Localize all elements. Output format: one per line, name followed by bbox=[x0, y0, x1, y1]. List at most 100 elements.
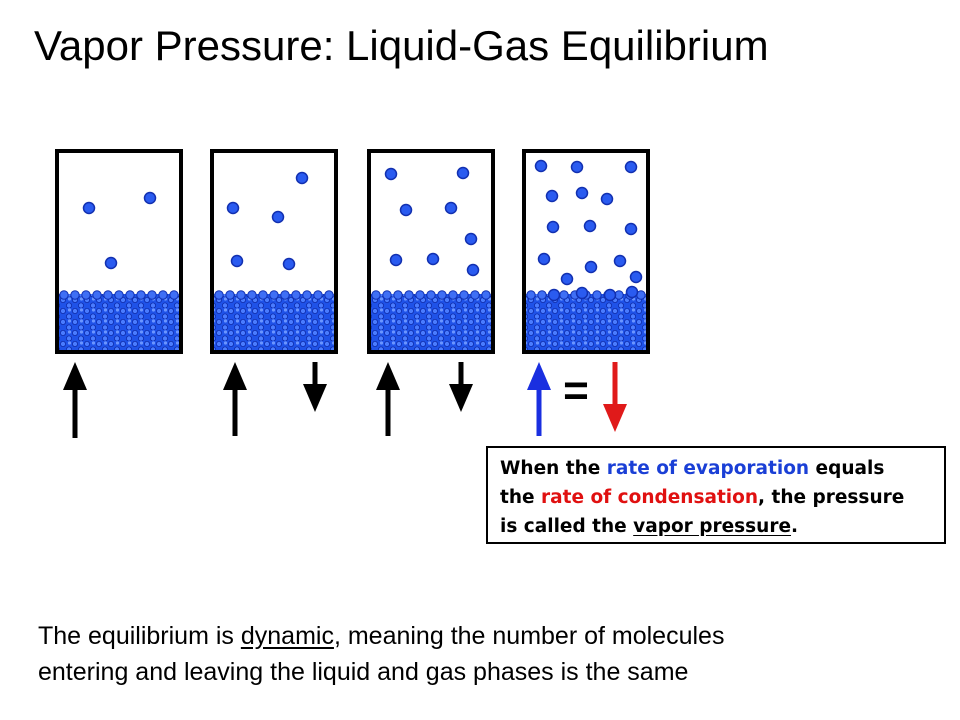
gas-molecule bbox=[143, 191, 157, 205]
gas-molecule bbox=[570, 160, 584, 174]
condensation-arrow-icon bbox=[449, 362, 473, 412]
caption-text: equals bbox=[809, 458, 885, 479]
caption-text: is called the bbox=[500, 516, 634, 537]
gas-molecule bbox=[624, 222, 638, 236]
caption-line-2: the rate of condensation, the pressure bbox=[500, 483, 944, 512]
gas-molecule bbox=[624, 160, 638, 174]
liquid-surface-molecule bbox=[382, 290, 392, 300]
liquid-surface-molecule bbox=[70, 290, 80, 300]
footer-text: , meaning the number of molecules bbox=[333, 622, 725, 650]
liquid-surface-molecule bbox=[559, 290, 569, 300]
liquid-surface-molecule bbox=[247, 290, 257, 300]
liquid-surface-molecule bbox=[448, 290, 458, 300]
container-frame bbox=[55, 149, 183, 354]
gas-molecule bbox=[584, 260, 598, 274]
liquid-layer bbox=[371, 294, 491, 350]
gas-molecule bbox=[545, 189, 559, 203]
gas-molecule bbox=[603, 288, 617, 302]
liquid-surface-molecule bbox=[92, 290, 102, 300]
gas-molecule bbox=[426, 252, 440, 266]
gas-molecule bbox=[384, 167, 398, 181]
liquid-surface-molecule bbox=[225, 290, 235, 300]
caption-line-1: When the rate of evaporation equals bbox=[500, 454, 944, 483]
gas-molecule bbox=[537, 252, 551, 266]
liquid-surface-molecule bbox=[481, 290, 491, 300]
gas-molecule bbox=[575, 286, 589, 300]
dynamic-term: dynamic bbox=[240, 622, 334, 650]
gas-molecule bbox=[613, 254, 627, 268]
gas-molecule bbox=[456, 166, 470, 180]
liquid-layer bbox=[526, 294, 646, 350]
liquid-surface-molecule bbox=[103, 290, 113, 300]
gas-molecule bbox=[534, 159, 548, 173]
liquid-surface-molecule bbox=[136, 290, 146, 300]
caption-text: When the bbox=[500, 458, 607, 479]
liquid-surface-molecule bbox=[269, 290, 279, 300]
evaporation-arrow-icon bbox=[223, 362, 247, 436]
gas-molecule bbox=[295, 171, 309, 185]
gas-molecule bbox=[546, 220, 560, 234]
liquid-surface-molecule bbox=[371, 290, 381, 300]
liquid-surface-molecule bbox=[537, 290, 547, 300]
liquid-surface-molecule bbox=[236, 290, 246, 300]
gas-molecule bbox=[282, 257, 296, 271]
liquid-layer bbox=[59, 294, 179, 350]
container-3 bbox=[367, 149, 495, 354]
liquid-surface-molecule bbox=[415, 290, 425, 300]
liquid-layer bbox=[214, 294, 334, 350]
rate-of-evaporation-text: rate of evaporation bbox=[606, 458, 810, 479]
liquid-surface-molecule bbox=[426, 290, 436, 300]
condensation-arrow-icon bbox=[303, 362, 327, 412]
gas-molecule bbox=[399, 203, 413, 217]
gas-molecule bbox=[547, 288, 561, 302]
vapor-pressure-term: vapor pressure bbox=[633, 516, 792, 537]
page-title: Vapor Pressure: Liquid-Gas Equilibrium bbox=[34, 22, 769, 69]
rate-of-condensation-text: rate of condensation bbox=[541, 487, 759, 508]
liquid-surface-molecule bbox=[324, 290, 334, 300]
vapor-pressure-definition-box: When the rate of evaporation equals the … bbox=[486, 446, 946, 544]
liquid-surface-molecule bbox=[404, 290, 414, 300]
gas-molecule bbox=[226, 201, 240, 215]
liquid-surface-molecule bbox=[280, 290, 290, 300]
evaporation-arrow-icon bbox=[527, 362, 551, 436]
liquid-surface-molecule bbox=[313, 290, 323, 300]
liquid-surface-molecule bbox=[291, 290, 301, 300]
gas-molecule bbox=[104, 256, 118, 270]
caption-text: the bbox=[500, 487, 542, 508]
caption-text: . bbox=[791, 516, 799, 537]
gas-molecule bbox=[466, 263, 480, 277]
container-4 bbox=[522, 149, 650, 354]
liquid-surface-molecule bbox=[437, 290, 447, 300]
gas-molecule bbox=[82, 201, 96, 215]
container-2 bbox=[210, 149, 338, 354]
liquid-surface-molecule bbox=[158, 290, 168, 300]
evaporation-arrow-icon bbox=[63, 362, 87, 438]
liquid-surface-molecule bbox=[169, 290, 179, 300]
liquid-surface-molecule bbox=[258, 290, 268, 300]
liquid-surface-molecule bbox=[393, 290, 403, 300]
liquid-surface-molecule bbox=[470, 290, 480, 300]
gas-molecule bbox=[625, 285, 639, 299]
footer-text: entering and leaving the liquid and gas … bbox=[38, 658, 689, 686]
evaporation-arrow-icon bbox=[376, 362, 400, 436]
container-1 bbox=[55, 149, 183, 354]
liquid-surface-molecule bbox=[592, 290, 602, 300]
liquid-surface-molecule bbox=[302, 290, 312, 300]
gas-molecule bbox=[600, 192, 614, 206]
container-frame bbox=[367, 149, 495, 354]
footer-text: The equilibrium is bbox=[38, 622, 241, 650]
caption-line-3: is called the vapor pressure. bbox=[500, 512, 944, 541]
liquid-surface-molecule bbox=[526, 290, 536, 300]
condensation-arrow-icon bbox=[603, 362, 627, 432]
liquid-surface-molecule bbox=[81, 290, 91, 300]
dynamic-equilibrium-note: The equilibrium is dynamic, meaning the … bbox=[38, 618, 724, 690]
liquid-surface-molecule bbox=[114, 290, 124, 300]
gas-molecule bbox=[583, 219, 597, 233]
gas-molecule bbox=[389, 253, 403, 267]
equals-sign: = bbox=[563, 366, 589, 415]
caption-text: , the pressure bbox=[758, 487, 905, 508]
gas-molecule bbox=[560, 272, 574, 286]
liquid-surface-molecule bbox=[59, 290, 69, 300]
liquid-surface-molecule bbox=[147, 290, 157, 300]
